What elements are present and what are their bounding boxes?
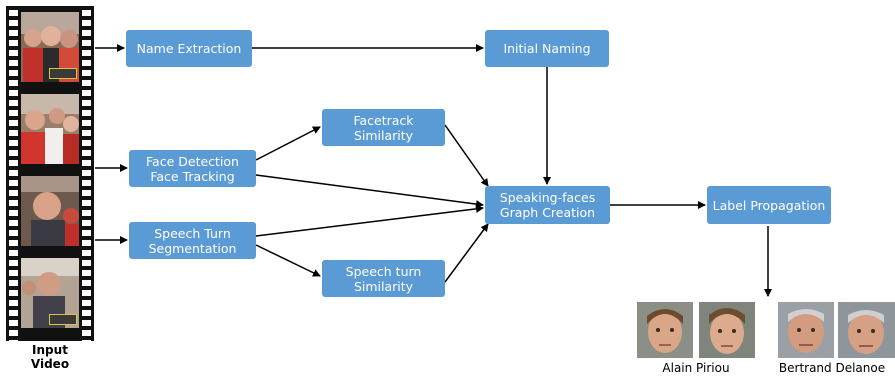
graph-creation-node: Speaking-faces Graph Creation bbox=[485, 186, 610, 224]
input-video-label: Input Video bbox=[20, 343, 80, 371]
person-name-bertrand: Bertrand Delanoe bbox=[778, 361, 886, 375]
face-thumbnail-alain-2 bbox=[699, 302, 755, 358]
speech-similarity-node: Speech turn Similarity bbox=[322, 260, 445, 297]
speech-turn-label-line1: Speech Turn bbox=[154, 225, 231, 241]
arrow-face-detection-to-graph bbox=[255, 174, 484, 209]
face-thumbnail-bertrand-2 bbox=[838, 302, 895, 358]
arrow-speech-similarity-to-graph bbox=[444, 223, 489, 283]
name-overlay-tag bbox=[49, 68, 77, 79]
face-thumbnail-alain-1 bbox=[637, 302, 693, 358]
face-detection-label-line2: Face Tracking bbox=[150, 168, 235, 184]
label-propagation-node: Label Propagation bbox=[707, 186, 831, 224]
speech-turn-node: Speech Turn Segmentation bbox=[129, 222, 256, 259]
label-propagation-label: Label Propagation bbox=[712, 197, 826, 213]
video-frame-1 bbox=[21, 12, 79, 82]
face-detection-node: Face Detection Face Tracking bbox=[129, 150, 256, 187]
input-label-line2: Video bbox=[30, 357, 70, 371]
film-holes-right bbox=[82, 6, 91, 341]
speaker-scene-image bbox=[21, 176, 79, 246]
graph-creation-label-line1: Speaking-faces bbox=[499, 190, 596, 205]
arrow-face-detection-to-facetrack-similarity bbox=[255, 126, 321, 161]
graph-creation-label-line2: Graph Creation bbox=[499, 205, 596, 220]
name-extraction-label: Name Extraction bbox=[136, 41, 242, 56]
facetrack-similarity-label-line1: Facetrack bbox=[353, 112, 414, 128]
video-frame-2 bbox=[21, 94, 79, 164]
face-thumbnail-bertrand-1 bbox=[778, 302, 834, 358]
crowd-scene-image bbox=[21, 94, 79, 164]
facetrack-similarity-label-line2: Similarity bbox=[353, 127, 414, 143]
face-image bbox=[778, 302, 834, 358]
face-image bbox=[838, 302, 895, 358]
video-frame-3 bbox=[21, 176, 79, 246]
face-image bbox=[637, 302, 693, 358]
speech-similarity-label-line1: Speech turn bbox=[345, 263, 422, 279]
arrow-speech-turn-to-speech-similarity bbox=[255, 244, 321, 277]
arrow-facetrack-similarity-to-graph bbox=[444, 124, 489, 187]
film-holes-left bbox=[9, 6, 18, 341]
name-extraction-node: Name Extraction bbox=[126, 30, 252, 67]
film-strip bbox=[6, 6, 94, 341]
face-image bbox=[699, 302, 755, 358]
initial-naming-node: Initial Naming bbox=[485, 30, 609, 67]
person-name-alain: Alain Piriou bbox=[662, 361, 730, 375]
speech-similarity-label-line2: Similarity bbox=[353, 278, 414, 294]
input-label-line1: Input bbox=[32, 343, 68, 357]
face-detection-label-line1: Face Detection bbox=[146, 153, 239, 169]
speech-turn-label-line2: Segmentation bbox=[148, 240, 237, 256]
video-frame-4 bbox=[21, 258, 79, 328]
arrow-speech-turn-to-graph bbox=[255, 204, 484, 237]
initial-naming-label: Initial Naming bbox=[503, 41, 591, 56]
facetrack-similarity-node: Facetrack Similarity bbox=[322, 109, 445, 146]
name-overlay-tag bbox=[49, 314, 77, 325]
